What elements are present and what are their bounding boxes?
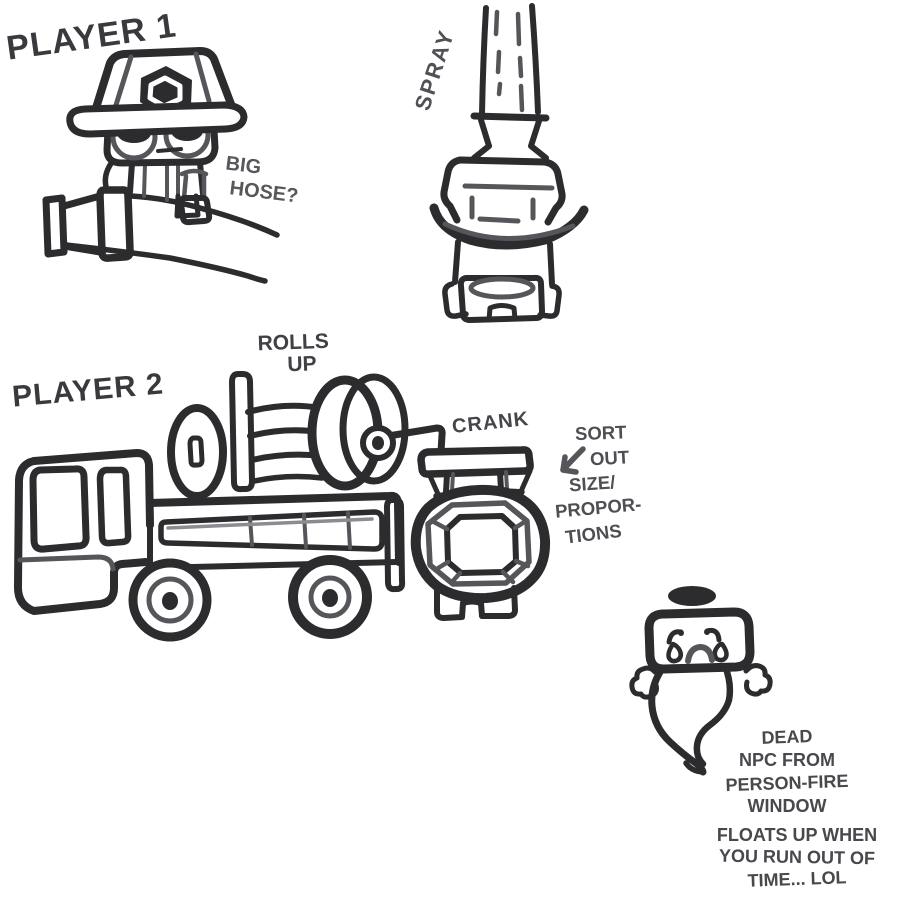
ghost-npc-sketch <box>629 586 773 776</box>
player1-character-sketch <box>42 47 280 284</box>
firetruck-sketch <box>13 371 446 642</box>
spray-character-sketch <box>429 3 589 323</box>
ghost-caption: DEAD NPC FROM PERSON-FIRE WINDOW <box>694 726 880 818</box>
rolls-up-note: ROLLS UP <box>257 329 330 377</box>
sort-out-note: SORT OUT SIZE/ PROPOR- TIONS <box>550 420 642 547</box>
ghost-floats-note-line: TIME... LOL <box>747 867 847 891</box>
rolls-up-note-line: ROLLS <box>257 329 330 356</box>
crank-character-sketch <box>410 446 551 621</box>
ghost-caption-line: PERSON-FIRE <box>725 770 849 796</box>
big-hose-note: BIG HOSE? <box>221 152 302 209</box>
ghost-caption-line: WINDOW <box>747 796 827 816</box>
ghost-floats-note: FLOATS UP WHEN YOU RUN OUT OF TIME... LO… <box>698 824 896 891</box>
sort-out-arrow <box>560 446 586 475</box>
ghost-caption-line: NPC FROM <box>739 750 835 770</box>
rolls-up-note-line: UP <box>286 352 317 377</box>
ghost-floats-note-line: FLOATS UP WHEN <box>716 825 878 845</box>
ghost-caption-line: DEAD <box>761 726 813 748</box>
sort-out-note-line: SORT <box>574 421 627 445</box>
